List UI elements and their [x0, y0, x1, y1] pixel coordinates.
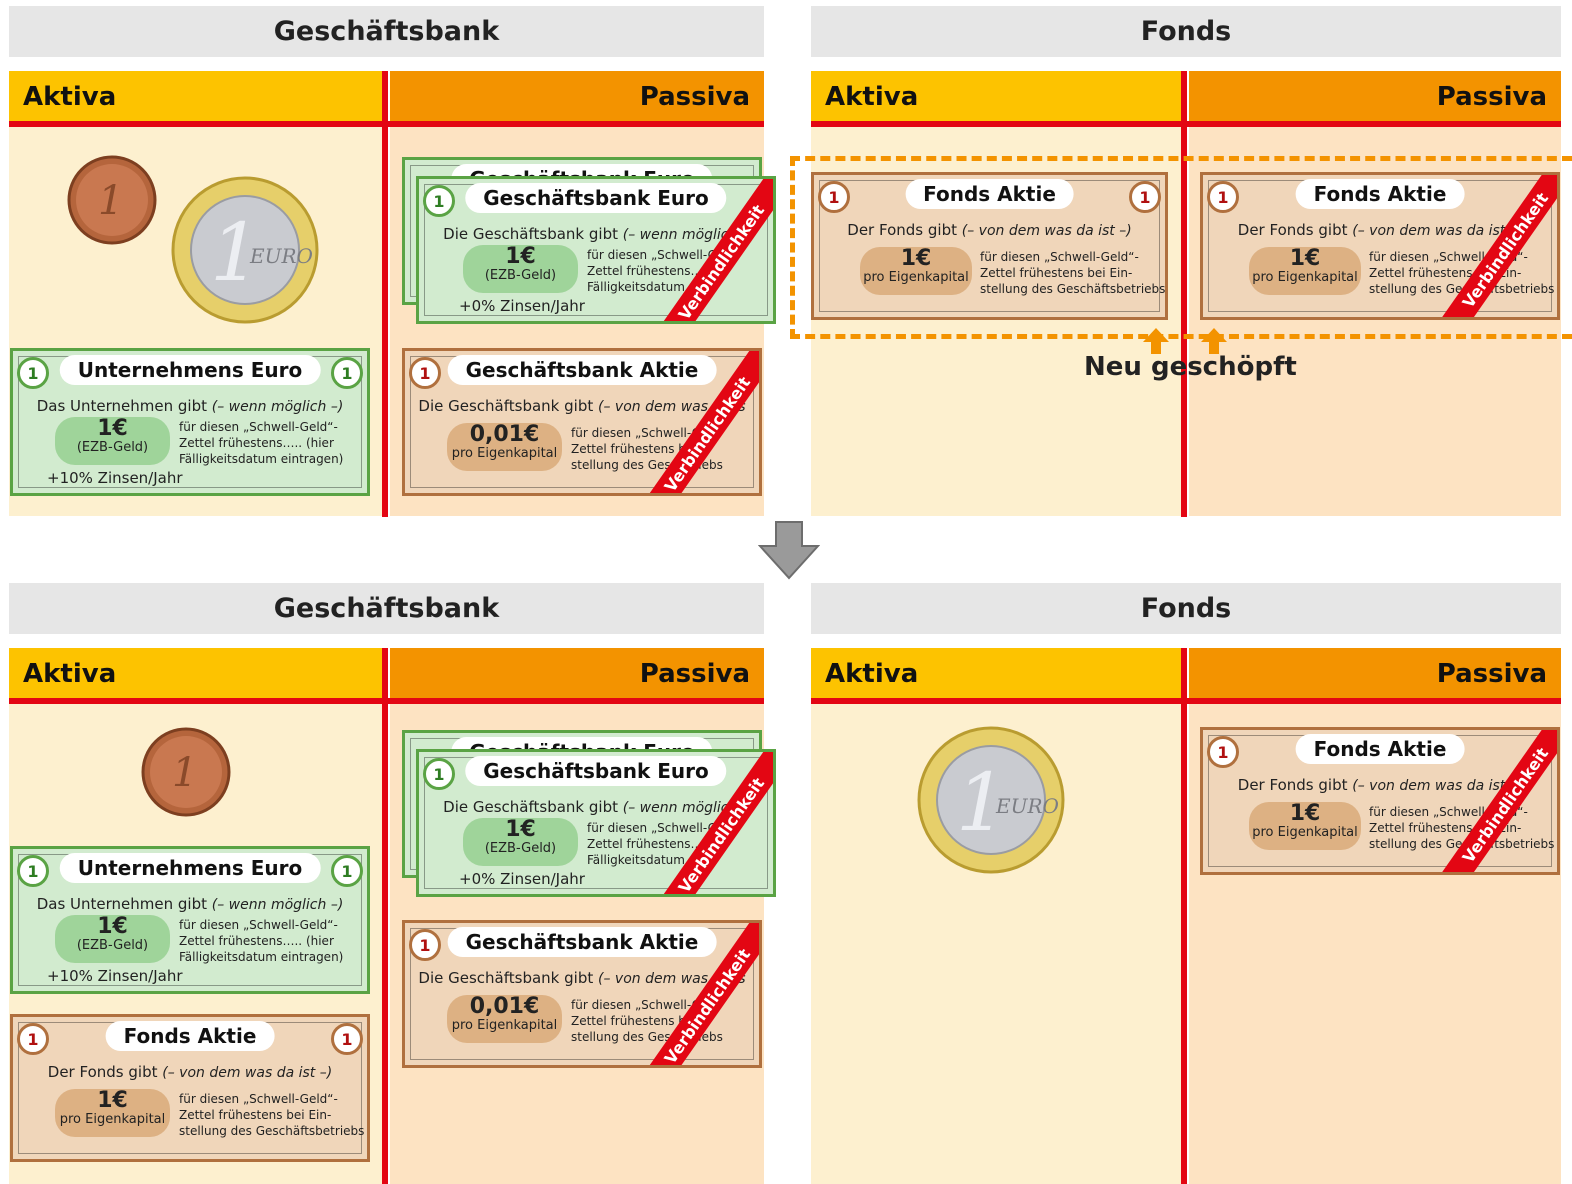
fonds-title-top: Fonds [811, 6, 1561, 57]
divider [382, 71, 388, 517]
note-amount: 1€(EZB-Geld) [55, 416, 170, 465]
fonds-aktie-note: 1 1 Fonds Aktie Der Fonds gibt (– von de… [10, 1014, 370, 1162]
note-badge: 1 [17, 855, 49, 887]
note-subtitle: Der Fonds gibt (– von dem was da ist –) [47, 1063, 333, 1081]
note-badge: 1 [331, 1023, 363, 1055]
geschaeftsbank-euro-note: 1 Geschäftsbank Euro Die Geschäftsbank g… [416, 176, 776, 324]
note-title: Geschäftsbank Aktie [447, 355, 717, 385]
note-badge: 1 [423, 185, 455, 217]
note-badge: 1 [423, 758, 455, 790]
euro-coin-icon: 1 EURO [171, 176, 319, 324]
note-amount: 0,01€pro Eigenkapital [447, 994, 562, 1043]
svg-text:EURO: EURO [995, 794, 1059, 818]
arrow-up-icon [1143, 328, 1169, 354]
note-badge: 1 [17, 357, 49, 389]
geschaeftsbank-aktie-note: 1 Geschäftsbank Aktie Die Geschäftsbank … [402, 348, 762, 496]
passiva-header-bank-bottom: Passiva [390, 648, 764, 700]
note-description: für diesen „Schwell-Geld“-Zettel frühest… [179, 918, 344, 965]
bank-title-top: Geschäftsbank [9, 6, 764, 57]
note-title: Geschäftsbank Aktie [447, 927, 717, 957]
note-badge: 1 [1207, 736, 1239, 768]
aktiva-header-bank-bottom: Aktiva [9, 648, 384, 700]
note-amount: 1€(EZB-Geld) [55, 914, 170, 963]
bank-title-bottom: Geschäftsbank [9, 583, 764, 634]
new-created-caption: Neu geschöpft [1084, 352, 1297, 382]
note-amount: 1€pro Eigenkapital [1249, 801, 1361, 850]
divider [382, 648, 388, 1184]
note-amount: 1€(EZB-Geld) [463, 244, 578, 293]
note-interest: +0% Zinsen/Jahr [459, 297, 585, 315]
note-description: für diesen „Schwell-Geld“-Zettel frühest… [179, 1092, 365, 1139]
note-subtitle: Der Fonds gibt (– von dem was da ist –) [847, 221, 1132, 239]
unternehmens-euro-note: 1 1 Unternehmens Euro Das Unternehmen gi… [10, 348, 370, 496]
note-amount: 1€pro Eigenkapital [1249, 246, 1361, 295]
note-badge: 1 [331, 855, 363, 887]
note-interest: +10% Zinsen/Jahr [47, 469, 183, 487]
passiva-header-fonds-top: Passiva [1189, 71, 1561, 123]
note-title: Unternehmens Euro [59, 853, 321, 883]
fonds-aktie-note: 1 Fonds Aktie Der Fonds gibt (– von dem … [1200, 172, 1560, 320]
note-badge: 1 [409, 357, 441, 389]
note-title: Fonds Aktie [1295, 179, 1465, 209]
note-title: Fonds Aktie [1295, 734, 1465, 764]
arrow-up-icon [1201, 328, 1227, 354]
note-title: Fonds Aktie [905, 179, 1074, 209]
svg-text:1: 1 [956, 756, 1007, 849]
divider [1181, 71, 1187, 517]
note-title: Fonds Aktie [105, 1021, 275, 1051]
note-interest: +0% Zinsen/Jahr [459, 870, 585, 888]
geschaeftsbank-aktie-note: 1 Geschäftsbank Aktie Die Geschäftsbank … [402, 920, 762, 1068]
note-amount: 1€pro Eigenkapital [860, 246, 972, 295]
note-amount: 1€pro Eigenkapital [55, 1088, 170, 1137]
svg-text:1: 1 [210, 206, 261, 299]
euro-coin-icon: 1 EURO [917, 726, 1065, 874]
note-description: für diesen „Schwell-Geld“-Zettel frühest… [980, 250, 1166, 297]
note-amount: 0,01€pro Eigenkapital [447, 422, 562, 471]
cent-coin-icon: 1 [141, 727, 231, 817]
note-subtitle: Der Fonds gibt (– von dem was da ist –) [1237, 776, 1523, 794]
new-shares-highlight [790, 156, 1572, 339]
aktiva-header-fonds-top: Aktiva [811, 71, 1183, 123]
note-amount: 1€(EZB-Geld) [463, 817, 578, 866]
note-badge: 1 [409, 929, 441, 961]
note-subtitle: Die Geschäftsbank gibt (– wenn möglich – [443, 798, 749, 816]
note-subtitle: Die Geschäftsbank gibt (– wenn möglich – [443, 225, 749, 243]
fonds-aktie-note: 1 1 Fonds Aktie Der Fonds gibt (– von de… [811, 172, 1168, 320]
note-badge: 1 [1207, 181, 1239, 213]
note-description: für diesen „Schwell-Geld“-Zettel frühest… [179, 420, 344, 467]
passiva-header-bank-top: Passiva [390, 71, 764, 123]
cent-coin-icon: 1 [67, 155, 157, 245]
svg-text:EURO: EURO [249, 244, 313, 268]
note-badge: 1 [17, 1023, 49, 1055]
note-badge: 1 [1129, 181, 1161, 213]
arrow-down-icon [758, 521, 820, 580]
note-title: Unternehmens Euro [59, 355, 321, 385]
aktiva-header-fonds-bottom: Aktiva [811, 648, 1183, 700]
fonds-aktie-note: 1 Fonds Aktie Der Fonds gibt (– von dem … [1200, 727, 1560, 875]
fonds-title-bottom: Fonds [811, 583, 1561, 634]
note-subtitle: Der Fonds gibt (– von dem was da ist –) [1237, 221, 1523, 239]
note-badge: 1 [818, 181, 850, 213]
aktiva-header-bank-top: Aktiva [9, 71, 384, 123]
note-title: Geschäftsbank Euro [465, 756, 727, 786]
svg-text:1: 1 [172, 750, 197, 796]
note-subtitle: Das Unternehmen gibt (– wenn möglich –) [36, 895, 344, 913]
svg-text:1: 1 [98, 178, 123, 224]
note-badge: 1 [331, 357, 363, 389]
divider [1181, 648, 1187, 1184]
passiva-header-fonds-bottom: Passiva [1189, 648, 1561, 700]
note-title: Geschäftsbank Euro [465, 183, 727, 213]
note-interest: +10% Zinsen/Jahr [47, 967, 183, 985]
note-subtitle: Das Unternehmen gibt (– wenn möglich –) [36, 397, 344, 415]
unternehmens-euro-note: 1 1 Unternehmens Euro Das Unternehmen gi… [10, 846, 370, 994]
geschaeftsbank-euro-note: 1 Geschäftsbank Euro Die Geschäftsbank g… [416, 749, 776, 897]
